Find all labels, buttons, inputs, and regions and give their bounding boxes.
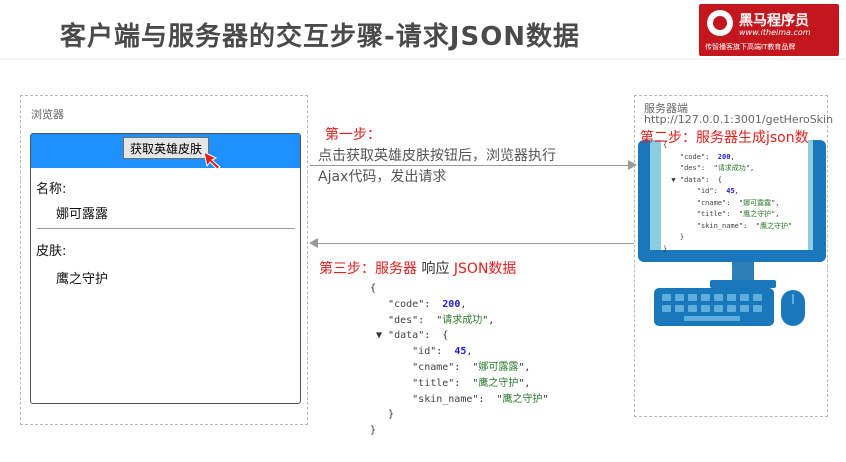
key [688,305,697,312]
response-json-id-value: 45 [454,346,467,358]
hero-skin-value: 鹰之守护 [56,272,109,287]
response-json-code: { "code": 200, "des": "请求成功", ▼ "data": … [370,283,549,437]
step3-caption: 第三步：服务器 响应 JSON数据 [319,258,516,278]
step3-suffix: JSON数据 [453,261,517,277]
horse-logo-icon [707,10,733,36]
key [688,294,697,301]
step1-title: 第一步： [325,127,381,143]
browser-divider [37,228,295,229]
server-json-cname-value: 娜可露露 [743,198,772,207]
hero-name-value: 娜可露露 [56,207,109,222]
response-json-skin-value: 鹰之守护 [502,393,543,405]
step1-line1: 点击获取英雄皮肤按钮后，浏览器执行 [318,148,556,164]
response-json-cname-value: 娜可露露 [478,361,519,373]
request-arrow-head-icon [628,160,637,170]
brand-logo: 黑马程序员 www.itheima.com 传智播客旗下高端IT教育品牌 [699,4,839,56]
server-json-code: { "code": 200, "des": "请求成功", ▼ "data": … [663,141,793,253]
step1-line2: Ajax代码，发出请求 [318,169,447,185]
monitor-json-paper: { "code": 200, "des": "请求成功", ▼ "data": … [661,140,808,253]
hero-skin-label: 皮肤: [36,244,67,259]
key [753,294,762,301]
keyboard-icon [654,288,774,326]
pointer-cursor-icon [203,151,221,170]
key [701,294,710,301]
slide-title: 客户端与服务器的交互步骤-请求JSON数据 [60,22,581,52]
step2-title: 第二步：服务器生成json数 [640,130,809,146]
key [753,305,762,312]
server-url: http://127.0.0.1:3001/getHeroSkin [644,113,834,126]
server-label: 服务器端 [644,102,688,115]
browser-label: 浏览器 [31,108,64,121]
key [727,305,736,312]
spacebar-key [684,316,740,321]
response-arrow-head-icon [309,238,318,248]
server-frame [634,95,828,417]
key [727,294,736,301]
key [662,294,671,301]
logo-url: www.itheima.com [739,28,811,37]
mouse-icon [781,290,805,326]
hero-name-label: 名称: [36,182,67,197]
response-arrow-line [316,243,634,244]
header-divider [0,58,846,60]
key [740,305,749,312]
server-json-des-value: 请求成功 [717,164,746,172]
key [714,294,723,301]
logo-slogan: 传智播客旗下高端IT教育品牌 [705,43,796,51]
request-arrow-line [310,165,632,166]
server-json-skin-value: 鹰之守护 [759,221,788,230]
key [714,305,723,312]
response-json-code-value: 200 [442,298,461,310]
browser-toolbar: 获取英雄皮肤 [31,134,300,170]
get-hero-skin-button[interactable]: 获取英雄皮肤 [123,137,209,159]
logo-name: 黑马程序员 [739,13,809,29]
response-json-des-value: 请求成功 [442,314,483,326]
key [675,305,684,312]
key [740,294,749,301]
browser-frame [20,95,308,425]
browser-window: 获取英雄皮肤 名称: 娜可露露 皮肤: 鹰之守护 [30,133,301,404]
server-json-code-value: 200 [717,152,731,161]
monitor-neck [732,262,754,280]
key [675,294,684,301]
step3-mid: 响应 [421,261,450,277]
server-json-title-value: 鹰之守护 [743,210,772,218]
key [662,305,671,312]
response-json-title-value: 鹰之守护 [478,377,519,389]
monitor-base [710,280,776,288]
server-json-id-value: 45 [726,187,735,195]
step3-prefix: 第三步：服务器 [319,261,417,277]
key [701,305,710,312]
